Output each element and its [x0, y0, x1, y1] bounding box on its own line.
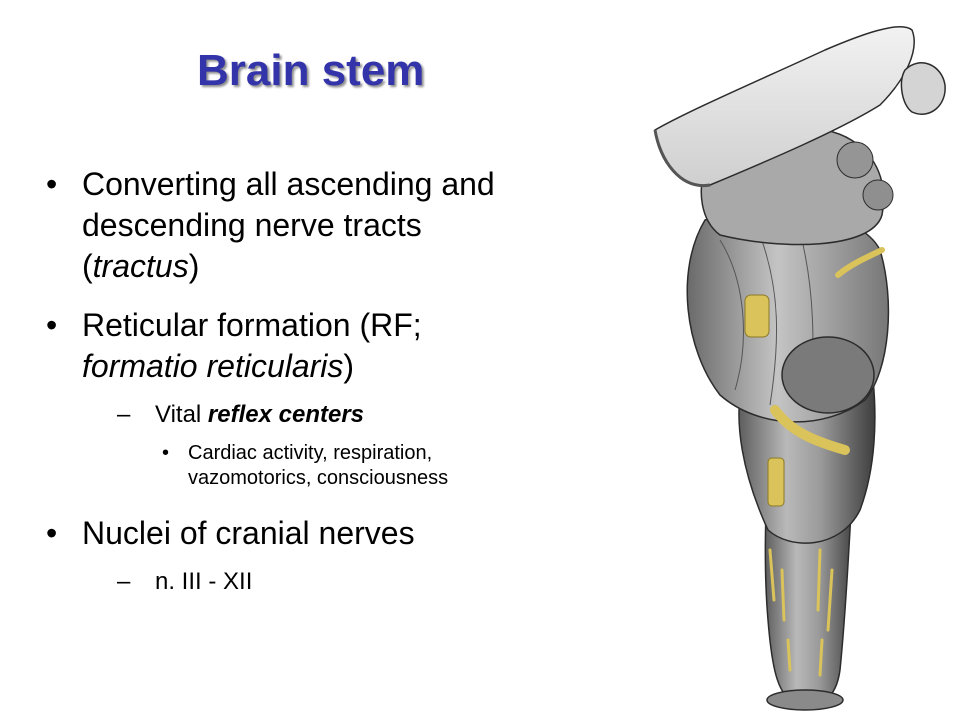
bullet-text: ) [343, 348, 355, 384]
bullet-text: n. III - XII [155, 568, 253, 595]
bullet-marker: • [46, 307, 58, 343]
bullet-marker: • [46, 166, 58, 202]
bullet-text: Vital [155, 401, 208, 428]
subbullet-reflex-centers: – Vital reflex centers [117, 399, 656, 431]
bullet-text: Cardiac activity, respiration, [188, 442, 433, 464]
bullet-text: Reticular formation (RF; [82, 307, 422, 343]
bullet-emphasis: reflex centers [207, 401, 365, 428]
bullet-list: • Converting all ascending and descendin… [46, 164, 656, 608]
dash-marker: – [117, 401, 131, 428]
subbullet-nerve-range: – n. III - XII [117, 566, 656, 598]
bullet-marker: • [162, 442, 170, 464]
brainstem-illustration-icon [653, 26, 946, 711]
dash-marker: – [117, 568, 131, 595]
bullet-text: Nuclei of cranial nerves [82, 515, 415, 551]
bullet-reticular-formation: • Reticular formation (RF; formatio reti… [46, 305, 656, 387]
bullet-tracts: • Converting all ascending and descendin… [46, 164, 656, 287]
subsubbullet-functions: • Cardiac activity, respiration, vazomot… [162, 441, 656, 491]
bullet-text: ( [82, 248, 93, 284]
bullet-italic-term: tractus [92, 248, 189, 284]
bullet-text: descending nerve tracts [82, 207, 422, 243]
bullet-text: ) [188, 248, 200, 284]
bullet-text: vazomotorics, consciousness [188, 467, 449, 489]
bullet-text: Converting all ascending and [82, 166, 495, 202]
slide-title: Brain stem [197, 46, 425, 95]
bullet-cranial-nuclei: • Nuclei of cranial nerves [46, 513, 656, 554]
bullet-marker: • [46, 515, 58, 551]
bullet-italic-term: formatio reticularis [82, 348, 344, 384]
